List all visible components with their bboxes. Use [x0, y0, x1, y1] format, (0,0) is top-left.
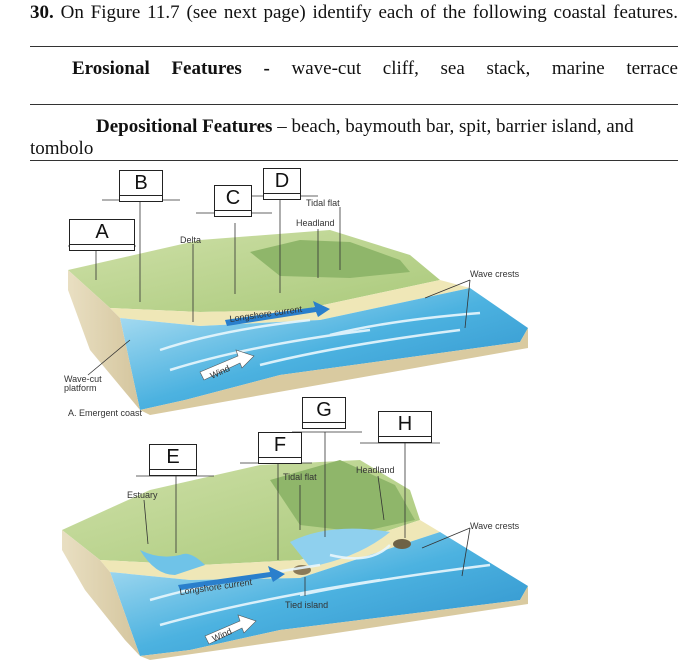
divider [30, 104, 678, 105]
answer-box-a[interactable]: A [69, 219, 135, 251]
leader-lines [87, 198, 471, 376]
question-number: 30. [30, 2, 54, 23]
wind-arrow [204, 614, 257, 645]
erosional-heading: Erosional Features [72, 58, 242, 79]
figure-caption: A. Emergent coast [68, 408, 143, 418]
wind-arrow [199, 349, 255, 381]
erosional-dash: - [263, 58, 270, 79]
question-body: On Figure 11.7 (see next page) identify … [60, 2, 679, 23]
answer-box-f[interactable]: F [258, 432, 302, 464]
tidal-bay [290, 528, 390, 567]
leader-lines [143, 432, 471, 596]
answer-box-letter: D [264, 169, 300, 194]
cliff-face [62, 530, 140, 656]
answer-box-letter: G [303, 398, 345, 423]
question-text: 30. On Figure 11.7 (see next page) ident… [30, 2, 678, 24]
answer-box-h[interactable]: H [378, 411, 432, 443]
divider [30, 160, 678, 161]
beach-strip [110, 280, 470, 326]
label-wave-crests: Wave crests [470, 269, 520, 279]
wave-crest-lines [159, 311, 481, 372]
label-tidal-flat: Tidal flat [283, 472, 317, 482]
divider [30, 46, 678, 47]
answer-box-letter: H [379, 412, 431, 437]
block-base [140, 328, 528, 415]
label-tidal-flat: Tidal flat [306, 198, 340, 208]
erosional-line: Erosional Features - wave-cut cliff, sea… [30, 58, 678, 80]
depositional-line: Depositional Features – beach, baymouth … [30, 116, 678, 160]
longshore-arrow [178, 566, 285, 590]
depositional-dash: – [277, 116, 287, 137]
coastal-figure: Tidal flat Headland Delta Wave crests Lo… [62, 195, 528, 660]
label-estuary: Estuary [127, 490, 158, 500]
answer-box-e[interactable]: E [149, 444, 197, 476]
block-base [140, 586, 528, 660]
hill [270, 460, 415, 532]
answer-box-c[interactable]: C [214, 185, 252, 217]
label-wave-crests: Wave crests [470, 521, 520, 531]
cliff-face [68, 270, 140, 410]
hill [250, 240, 410, 278]
submergent-coast-block: Estuary Tidal flat Headland Wave crests … [62, 431, 528, 660]
label-tied-island: Tied island [285, 600, 328, 610]
headland-rock [393, 539, 411, 549]
label-wave-cut: Wave-cut [64, 374, 102, 384]
label-platform: platform [64, 383, 97, 393]
answer-box-b[interactable]: B [119, 170, 163, 202]
depositional-heading: Depositional Features [96, 116, 273, 137]
longshore-arrow [225, 301, 330, 326]
answer-box-letter: E [150, 445, 196, 470]
label-delta: Delta [180, 235, 201, 245]
erosional-items: wave-cut cliff, sea stack, marine terrac… [291, 58, 678, 79]
answer-box-letter: A [70, 220, 134, 245]
answer-box-d[interactable]: D [263, 168, 301, 200]
answer-box-g[interactable]: G [302, 397, 346, 429]
answer-box-letter: B [120, 171, 162, 196]
depositional-items: beach, baymouth bar, spit, barrier islan… [30, 116, 634, 159]
wave-crest-lines [149, 544, 491, 627]
sea [110, 532, 528, 656]
label-headland: Headland [296, 218, 335, 228]
estuary-water [140, 550, 205, 575]
emergent-coast-block: Tidal flat Headland Delta Wave crests Lo… [64, 195, 528, 418]
answer-box-letter: C [215, 186, 251, 211]
answer-box-letter: F [259, 433, 301, 458]
label-headland: Headland [356, 465, 395, 475]
